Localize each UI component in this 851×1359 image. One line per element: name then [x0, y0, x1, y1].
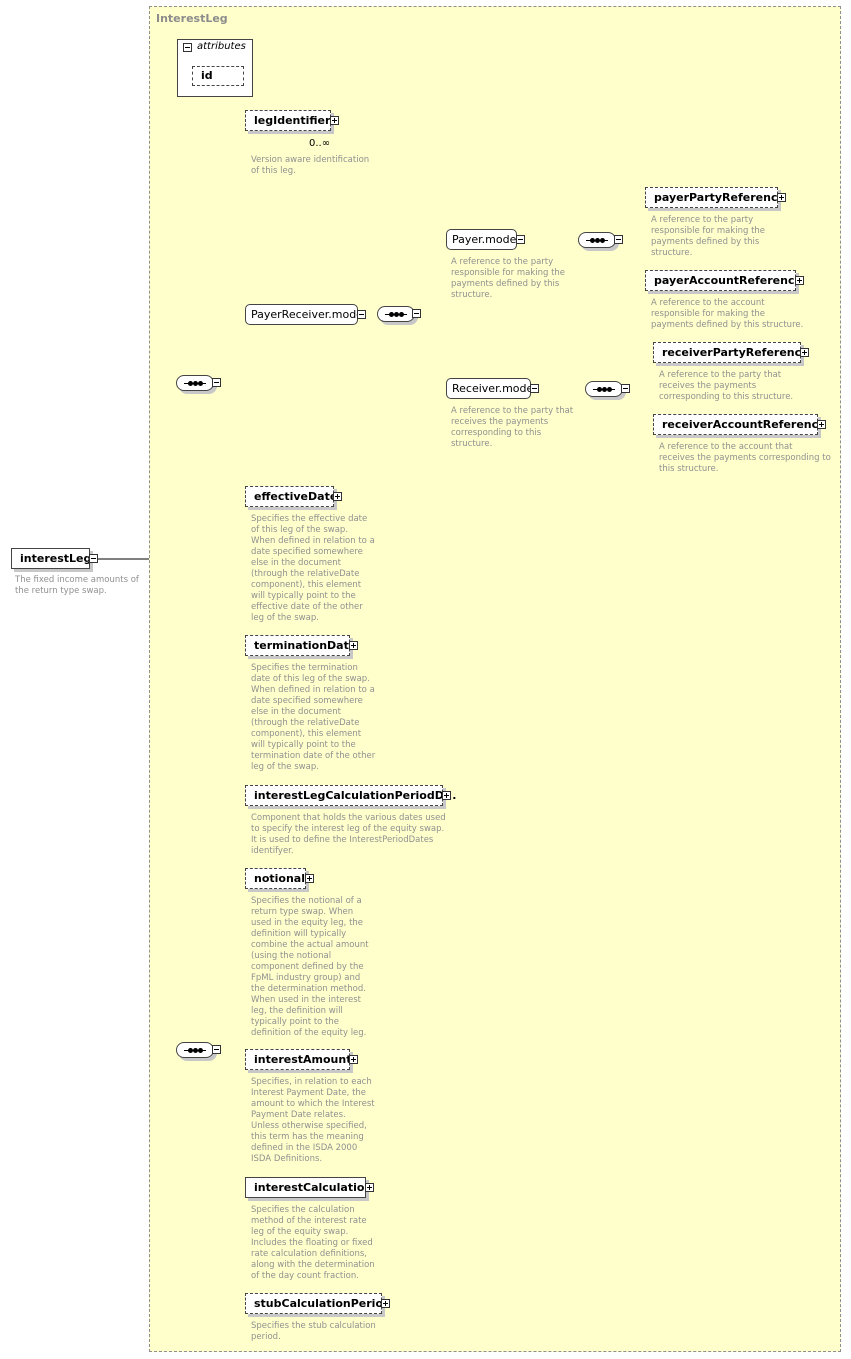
element-receiver-account-reference[interactable]: receiverAccountReference: [653, 414, 826, 435]
expand-icon[interactable]: [800, 348, 809, 357]
element-payer-account-reference[interactable]: payerAccountReference: [645, 270, 802, 291]
attributes-label: attributes: [197, 41, 246, 52]
collapse-icon[interactable]: [212, 378, 221, 387]
collapse-icon[interactable]: [183, 43, 192, 52]
element-notional[interactable]: notional: [245, 868, 306, 889]
element-interest-leg-calculation-period-dates[interactable]: interestLegCalculationPeriodD...: [245, 785, 456, 806]
expand-icon[interactable]: [333, 492, 342, 501]
element-leg-identifier[interactable]: legIdentifier: [245, 110, 331, 131]
element-interest-amount[interactable]: interestAmount: [245, 1049, 351, 1070]
interest-leg-calculation-period-dates-doc: Component that holds the various dates u…: [251, 813, 446, 856]
element-interest-calculation[interactable]: interestCalculation: [245, 1177, 372, 1198]
occurrence-label: 0..∞: [309, 138, 331, 149]
sequence-compositor: [578, 232, 616, 248]
group-payer-model[interactable]: Payer.model: [446, 229, 519, 250]
collapse-icon[interactable]: [212, 1045, 221, 1054]
expand-icon[interactable]: [349, 1055, 358, 1064]
collapse-icon[interactable]: [89, 554, 98, 563]
sequence-compositor: [176, 375, 214, 391]
group-receiver-model[interactable]: Receiver.model: [446, 378, 536, 399]
collapse-icon[interactable]: [412, 309, 421, 318]
expand-icon[interactable]: [349, 641, 358, 650]
expand-icon[interactable]: [381, 1299, 390, 1308]
element-interest-leg[interactable]: interestLeg: [11, 548, 91, 569]
attribute-id[interactable]: id: [192, 66, 244, 86]
element-effective-date[interactable]: effectiveDate: [245, 486, 337, 507]
expand-icon[interactable]: [305, 874, 314, 883]
element-payer-party-reference[interactable]: payerPartyReference: [645, 187, 785, 208]
expand-icon[interactable]: [330, 116, 339, 125]
type-title: InterestLeg: [156, 12, 228, 25]
sequence-compositor: [585, 381, 623, 397]
attributes-group: attributes id: [177, 39, 253, 97]
collapse-icon[interactable]: [516, 235, 525, 244]
element-termination-date[interactable]: terminationDate: [245, 635, 356, 656]
choice-compositor: [377, 306, 415, 322]
element-stub-calculation-period[interactable]: stubCalculationPeriod: [245, 1293, 391, 1314]
element-receiver-party-reference[interactable]: receiverPartyReference: [653, 342, 809, 363]
collapse-icon[interactable]: [621, 384, 630, 393]
group-payer-receiver-model[interactable]: PayerReceiver.model: [245, 304, 366, 325]
collapse-icon[interactable]: [357, 310, 366, 319]
collapse-icon[interactable]: [614, 235, 623, 244]
expand-icon[interactable]: [795, 276, 804, 285]
expand-icon[interactable]: [442, 791, 451, 800]
expand-icon[interactable]: [817, 420, 826, 429]
expand-icon[interactable]: [777, 193, 786, 202]
expand-icon[interactable]: [365, 1183, 374, 1192]
sequence-compositor: [176, 1042, 214, 1058]
collapse-icon[interactable]: [530, 384, 539, 393]
